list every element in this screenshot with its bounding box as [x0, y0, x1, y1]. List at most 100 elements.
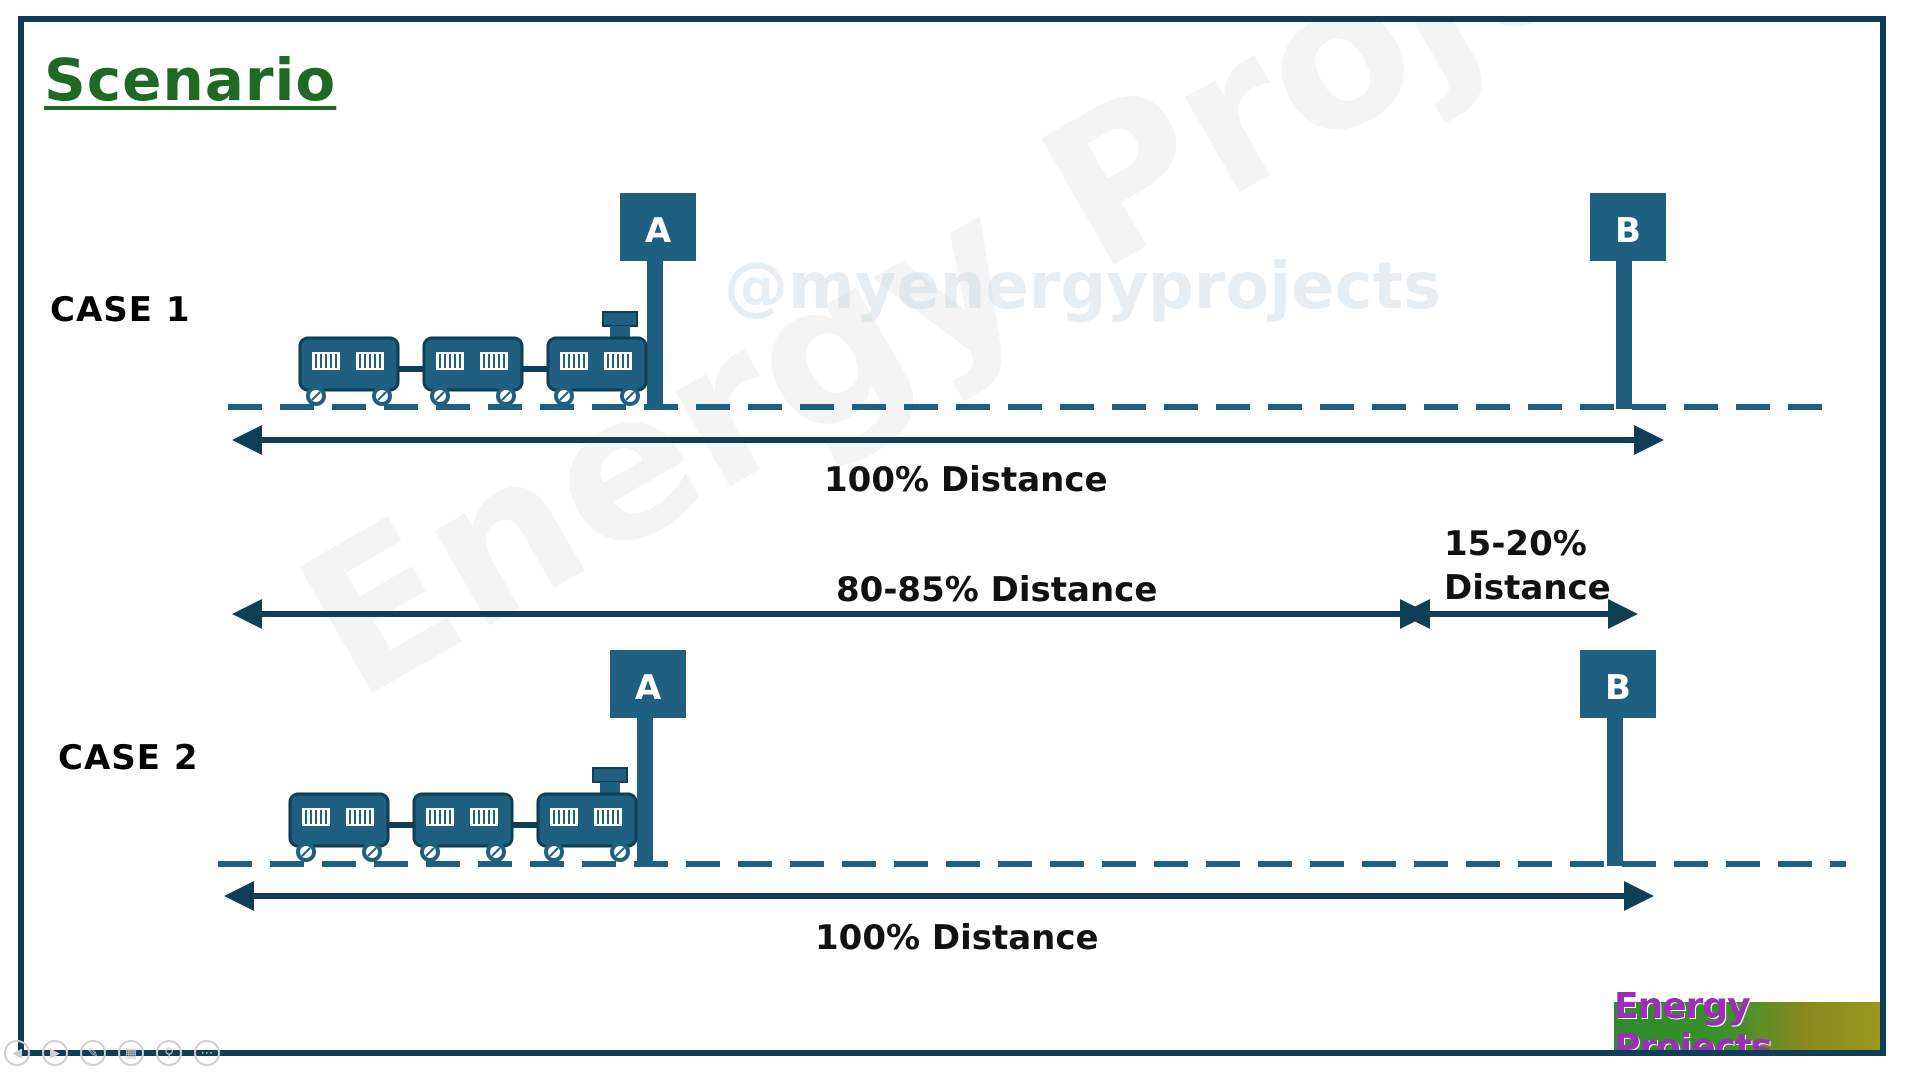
window-bar — [325, 810, 327, 824]
window-bar — [429, 810, 431, 824]
window-bar — [602, 810, 604, 824]
wheel-spoke — [625, 391, 635, 401]
window-bar — [354, 810, 356, 824]
wheel-spoke — [501, 391, 511, 401]
window-bar — [573, 810, 575, 824]
window-bar — [349, 810, 351, 824]
case2-station-b: B — [1580, 650, 1656, 866]
zoom-icon[interactable]: ⚲ — [156, 1040, 182, 1066]
pen-icon[interactable]: ✎ — [80, 1040, 106, 1066]
case2-train — [288, 767, 638, 862]
play-icon[interactable]: ▶ — [42, 1040, 68, 1066]
window-bar — [573, 354, 575, 368]
window-bar — [483, 354, 485, 368]
window-bar — [449, 810, 451, 824]
window-bar — [320, 354, 322, 368]
window-bar — [607, 354, 609, 368]
window-bar — [359, 810, 361, 824]
window-bar — [379, 354, 381, 368]
case2-label: CASE 2 — [58, 738, 199, 778]
coupling — [522, 366, 550, 372]
window-bar — [568, 354, 570, 368]
page-title: Scenario — [44, 46, 337, 114]
window-bar — [563, 354, 565, 368]
window-bar — [612, 354, 614, 368]
window-bar — [364, 810, 366, 824]
chimney — [602, 311, 638, 327]
more-icon[interactable]: ⋯ — [194, 1040, 220, 1066]
window-bar — [305, 810, 307, 824]
window-bar — [558, 810, 560, 824]
window-bar — [627, 354, 629, 368]
wagon-body — [412, 792, 514, 848]
wheel-spoke — [301, 847, 311, 857]
case1-station-a-letter: A — [645, 211, 672, 251]
window-bar — [449, 354, 451, 368]
prev-icon[interactable]: ◀ — [4, 1040, 30, 1066]
wheel-spoke — [367, 847, 377, 857]
window-bar — [374, 354, 376, 368]
window-bar — [612, 810, 614, 824]
window-bar — [454, 354, 456, 368]
window-bar — [330, 354, 332, 368]
coupling — [388, 822, 416, 828]
coupling — [512, 822, 540, 828]
window-bar — [434, 810, 436, 824]
window-bar — [325, 354, 327, 368]
window-bar — [473, 810, 475, 824]
window-bar — [315, 354, 317, 368]
case1-train — [298, 311, 648, 406]
remaining-line1: 15-20% — [1444, 524, 1587, 564]
window-bar — [498, 354, 500, 368]
case1-station-b: B — [1590, 193, 1666, 409]
window-bar — [478, 810, 480, 824]
wheel-spoke — [435, 391, 445, 401]
window-bar — [583, 354, 585, 368]
window-bar — [617, 810, 619, 824]
window-bar — [315, 810, 317, 824]
window-bar — [364, 354, 366, 368]
window-bar — [553, 810, 555, 824]
window-bar — [320, 810, 322, 824]
wagon-body — [422, 336, 524, 392]
case1-label: CASE 1 — [50, 290, 191, 330]
wagon-body — [298, 336, 400, 392]
window-bar — [335, 354, 337, 368]
window-bar — [439, 354, 441, 368]
window-bar — [503, 354, 505, 368]
engine-body — [536, 792, 638, 848]
wheel-spoke — [491, 847, 501, 857]
window-bar — [622, 354, 624, 368]
window-bar — [597, 810, 599, 824]
window-bar — [369, 354, 371, 368]
window-bar — [488, 810, 490, 824]
case2-distance-label: 100% Distance — [815, 918, 1099, 958]
wheel-spoke — [311, 391, 321, 401]
wagon-body — [288, 792, 390, 848]
window-bar — [493, 810, 495, 824]
wheel-spoke — [425, 847, 435, 857]
energy-projects-logo: Energy Projects — [1614, 986, 1880, 1050]
wheel-spoke — [549, 847, 559, 857]
wheel-spoke — [615, 847, 625, 857]
window-bar — [483, 810, 485, 824]
case2-station-b-letter: B — [1605, 668, 1631, 708]
slides-icon[interactable]: ▦ — [118, 1040, 144, 1066]
coupling — [398, 366, 426, 372]
chimney — [592, 767, 628, 783]
case2-station-a: A — [610, 650, 686, 866]
window-bar — [488, 354, 490, 368]
case1-station-b-letter: B — [1615, 211, 1641, 251]
window-bar — [310, 810, 312, 824]
case1-station-a: A — [620, 193, 696, 409]
window-bar — [617, 354, 619, 368]
wheel-spoke — [559, 391, 569, 401]
window-bar — [563, 810, 565, 824]
window-bar — [578, 354, 580, 368]
watermark-handle: @myenergyprojects — [724, 250, 1442, 324]
window-bar — [459, 354, 461, 368]
window-bar — [439, 810, 441, 824]
engine-body — [546, 336, 648, 392]
wheel-spoke — [377, 391, 387, 401]
